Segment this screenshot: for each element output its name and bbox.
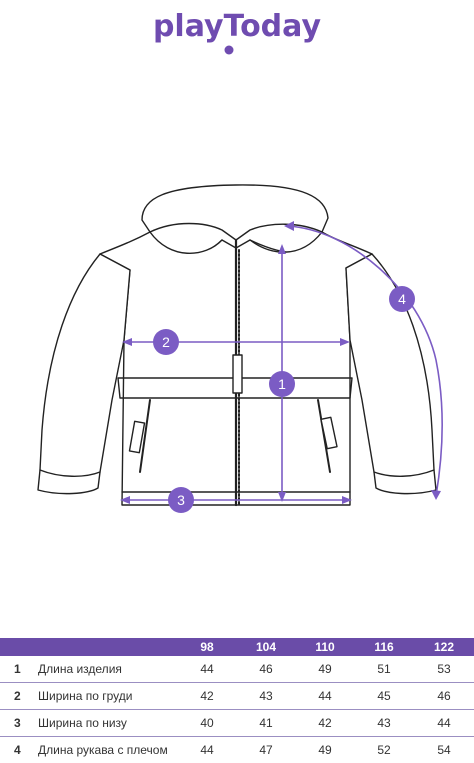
measurement-value: 51 <box>354 656 414 683</box>
size-header: 98 <box>178 638 236 656</box>
measurement-name: Ширина по низу <box>36 710 178 737</box>
row-number: 2 <box>0 683 36 710</box>
measurement-value: 53 <box>414 656 474 683</box>
logo-dot <box>225 46 234 55</box>
measurement-name: Длина изделия <box>36 656 178 683</box>
jacket-diagram: 1 2 3 4 <box>0 160 474 520</box>
row-number: 1 <box>0 656 36 683</box>
measurement-name: Ширина по груди <box>36 683 178 710</box>
measurement-value: 46 <box>414 683 474 710</box>
left-sleeve <box>40 254 130 476</box>
measurement-value: 42 <box>178 683 236 710</box>
measurement-name: Длина рукава с плечом <box>36 737 178 763</box>
measurement-value: 49 <box>296 737 354 763</box>
measurement-value: 43 <box>354 710 414 737</box>
measure-arrow-sleeve-bottom <box>431 490 441 500</box>
brand-logo-text: playToday <box>153 9 322 44</box>
right-sleeve <box>346 254 434 476</box>
badge-1-label: 1 <box>278 376 286 392</box>
measurement-value: 44 <box>178 737 236 763</box>
badge-3-label: 3 <box>177 492 185 508</box>
row-number: 3 <box>0 710 36 737</box>
badge-4-label: 4 <box>398 291 406 307</box>
measurement-value: 45 <box>354 683 414 710</box>
measurement-value: 44 <box>414 710 474 737</box>
measurement-value: 40 <box>178 710 236 737</box>
hood <box>142 185 328 240</box>
table-row: 2 Ширина по груди 42 43 44 45 46 <box>0 683 474 710</box>
table-row: 3 Ширина по низу 40 41 42 43 44 <box>0 710 474 737</box>
table-row: 4 Длина рукава с плечом 44 47 49 52 54 <box>0 737 474 763</box>
measurement-value: 44 <box>296 683 354 710</box>
size-header: 104 <box>236 638 296 656</box>
measurement-value: 43 <box>236 683 296 710</box>
measurement-value: 47 <box>236 737 296 763</box>
size-header: 110 <box>296 638 354 656</box>
zipper-puller <box>233 355 242 393</box>
size-header: 116 <box>354 638 414 656</box>
size-chart-table: 98 104 110 116 122 1 Длина изделия 44 46… <box>0 638 474 763</box>
measurement-value: 54 <box>414 737 474 763</box>
measurement-value: 44 <box>178 656 236 683</box>
measurement-value: 41 <box>236 710 296 737</box>
measure-arrow-length-top <box>278 244 286 254</box>
size-header: 122 <box>414 638 474 656</box>
measurement-value: 42 <box>296 710 354 737</box>
measurement-value: 52 <box>354 737 414 763</box>
header-empty-name <box>36 638 178 656</box>
brand-logo: playToday <box>0 6 474 56</box>
badge-2-label: 2 <box>162 334 170 350</box>
header-empty-num <box>0 638 36 656</box>
table-row: 1 Длина изделия 44 46 49 51 53 <box>0 656 474 683</box>
measurement-value: 46 <box>236 656 296 683</box>
row-number: 4 <box>0 737 36 763</box>
size-header-row: 98 104 110 116 122 <box>0 638 474 656</box>
measurement-value: 49 <box>296 656 354 683</box>
